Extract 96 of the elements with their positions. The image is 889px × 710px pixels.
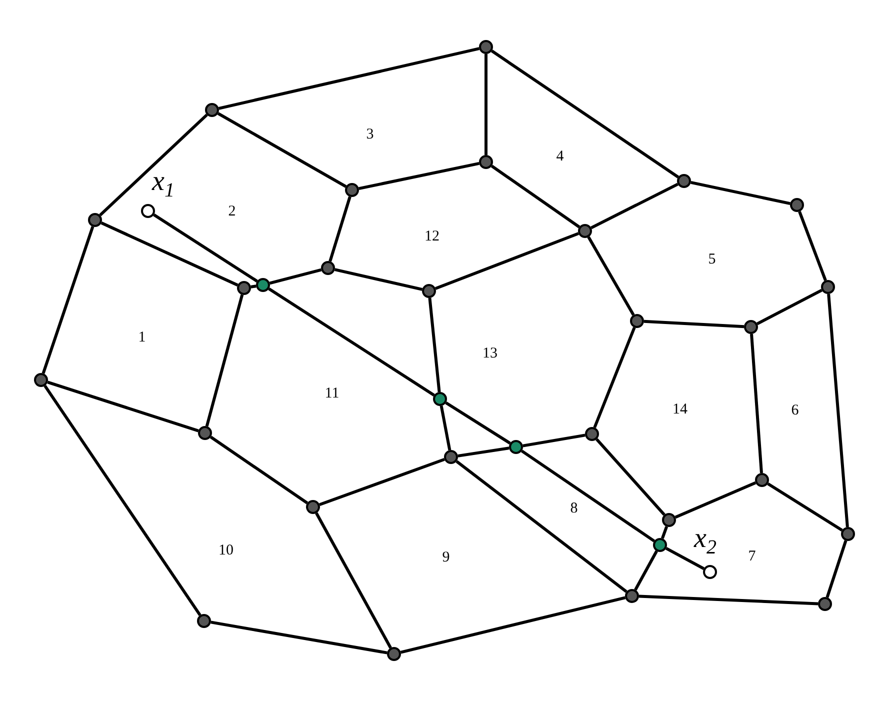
- intersection-point: [509, 440, 523, 454]
- mesh-edge: [210, 620, 388, 654]
- mesh-edge: [315, 512, 392, 649]
- face-number: 5: [708, 252, 716, 268]
- mesh-edge: [100, 222, 238, 286]
- intersection-point: [653, 538, 667, 552]
- mesh-vertex: [198, 426, 212, 440]
- mesh-edge: [210, 436, 308, 504]
- mesh-edge: [99, 114, 208, 216]
- mesh-vertex: [821, 280, 835, 294]
- mesh-edge: [44, 384, 202, 616]
- face-number: 1: [138, 330, 146, 346]
- mesh-edge: [440, 406, 452, 450]
- mesh-edge: [690, 180, 790, 206]
- point-label: x$_{2}$: [694, 525, 716, 561]
- intersection-point: [256, 278, 270, 292]
- mesh-edge: [268, 288, 435, 396]
- mesh-vertex: [818, 597, 832, 611]
- mesh-vertex: [630, 314, 644, 328]
- mesh-vertex: [34, 373, 48, 387]
- mesh-vertex: [744, 320, 758, 334]
- face-number: 8: [570, 502, 578, 516]
- face-number: 7: [748, 550, 756, 564]
- mesh-edge: [638, 594, 818, 606]
- mesh-vertex: [479, 40, 493, 54]
- mesh-edge: [634, 550, 658, 591]
- mesh-vertex: [677, 174, 691, 188]
- mesh-vertex: [790, 198, 804, 212]
- mesh-edge: [520, 450, 656, 542]
- mesh-edge: [218, 47, 480, 110]
- face-number: 2: [228, 204, 236, 220]
- mesh-edge: [42, 226, 94, 374]
- mesh-edge: [490, 164, 580, 228]
- mesh-edge: [665, 547, 705, 570]
- face-number: 10: [218, 544, 234, 558]
- mesh-edge: [456, 460, 628, 593]
- face-number: 12: [424, 230, 440, 244]
- mesh-vertex: [625, 589, 639, 603]
- mesh-edge: [334, 268, 422, 291]
- mesh-edge: [358, 162, 480, 190]
- intersection-point: [433, 392, 447, 406]
- mesh-edge: [593, 326, 636, 428]
- mesh-edge: [767, 482, 843, 532]
- mesh-vertex: [585, 427, 599, 441]
- mesh-edge: [400, 596, 626, 654]
- mesh-edge: [217, 112, 347, 188]
- mesh-vertex: [444, 450, 458, 464]
- mesh-vertex: [578, 224, 592, 238]
- mesh-edge: [458, 446, 510, 458]
- mesh-edge: [484, 54, 488, 155]
- mesh-vertex: [662, 513, 676, 527]
- mesh-edge: [644, 320, 744, 328]
- mesh-vertex: [841, 527, 855, 541]
- mesh-vertex: [387, 647, 401, 661]
- mesh-edge: [587, 236, 635, 316]
- mesh-vertex: [755, 473, 769, 487]
- endpoint-marker: [141, 204, 155, 218]
- mesh-edge: [660, 526, 668, 539]
- mesh-edge: [490, 50, 680, 178]
- mesh-edge: [319, 458, 445, 506]
- mesh-vertex: [306, 500, 320, 514]
- mesh-vertex: [205, 103, 219, 117]
- face-number: 6: [791, 404, 799, 418]
- mesh-edge: [269, 268, 322, 285]
- face-number: 11: [324, 386, 340, 402]
- mesh-edge: [756, 288, 822, 326]
- mesh-edge: [205, 294, 244, 427]
- mesh-vertex: [422, 284, 436, 298]
- endpoint-marker: [703, 565, 717, 579]
- mesh-vertex: [197, 614, 211, 628]
- mesh-edge: [47, 380, 199, 432]
- mesh-edge: [250, 284, 256, 288]
- mesh-vertex: [345, 183, 359, 197]
- face-number: 9: [442, 550, 450, 566]
- mesh-edge: [826, 540, 848, 598]
- mesh-edge: [750, 334, 763, 474]
- mesh-edge: [827, 294, 849, 528]
- mesh-edge: [674, 481, 756, 519]
- face-number: 4: [556, 150, 564, 164]
- mesh-vertex: [88, 213, 102, 227]
- mesh-vertex: [237, 281, 251, 295]
- mesh-edge: [596, 438, 666, 516]
- mesh-edge: [153, 214, 258, 282]
- face-number: 14: [672, 402, 688, 418]
- mesh-edge: [428, 298, 441, 392]
- mesh-edge: [798, 211, 827, 281]
- point-label: x$_{1}$: [152, 168, 174, 204]
- face-number: 13: [482, 346, 498, 362]
- mesh-vertex: [479, 155, 493, 169]
- mesh-edge: [445, 401, 511, 445]
- mesh-edge: [590, 182, 678, 230]
- mesh-edge: [328, 196, 352, 262]
- mesh-edge: [522, 434, 586, 448]
- mesh-edge: [435, 232, 579, 290]
- mesh-vertex: [321, 261, 335, 275]
- face-number: 3: [366, 128, 374, 142]
